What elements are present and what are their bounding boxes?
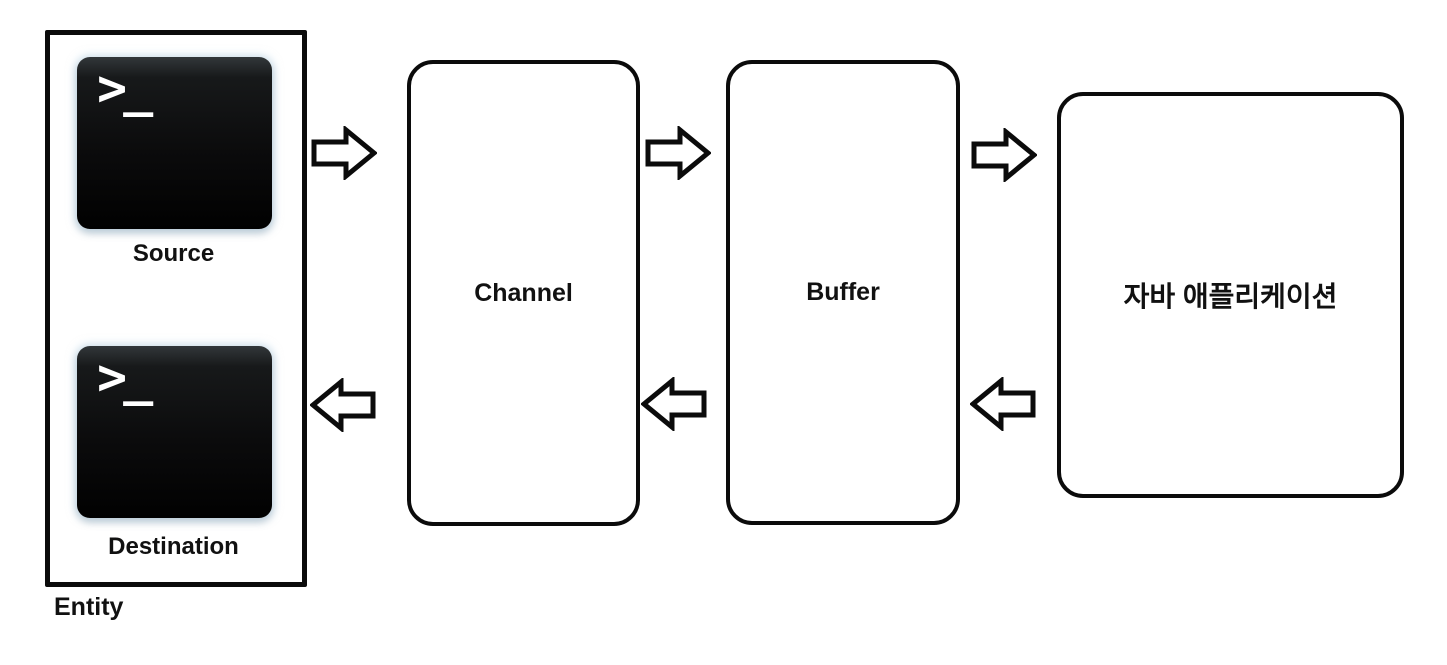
arrow-java-application-to-buffer-icon bbox=[970, 377, 1036, 431]
terminal-icon: >_ bbox=[77, 57, 272, 229]
arrow-channel-to-buffer-icon bbox=[645, 126, 711, 180]
channel-node-label: Channel bbox=[474, 278, 573, 307]
java-application-node-label: 자바 애플리케이션 bbox=[1123, 281, 1338, 312]
arrow-buffer-to-channel-icon bbox=[641, 377, 707, 431]
entity-group-label: Entity bbox=[54, 593, 124, 621]
arrow-buffer-to-java-application-icon bbox=[971, 128, 1037, 182]
buffer-node-label: Buffer bbox=[806, 278, 880, 306]
arrow-channel-to-entity-icon bbox=[310, 378, 376, 432]
terminal-prompt-glyph: >_ bbox=[97, 348, 153, 406]
buffer-node: Buffer bbox=[726, 60, 960, 525]
source-label: Source bbox=[132, 240, 215, 267]
terminal-prompt-glyph: >_ bbox=[97, 59, 153, 117]
destination-label: Destination bbox=[108, 533, 239, 560]
channel-node: Channel bbox=[407, 60, 640, 526]
java-application-node: 자바 애플리케이션 bbox=[1057, 92, 1404, 498]
terminal-icon: >_ bbox=[77, 346, 272, 518]
arrow-entity-to-channel-icon bbox=[311, 126, 377, 180]
